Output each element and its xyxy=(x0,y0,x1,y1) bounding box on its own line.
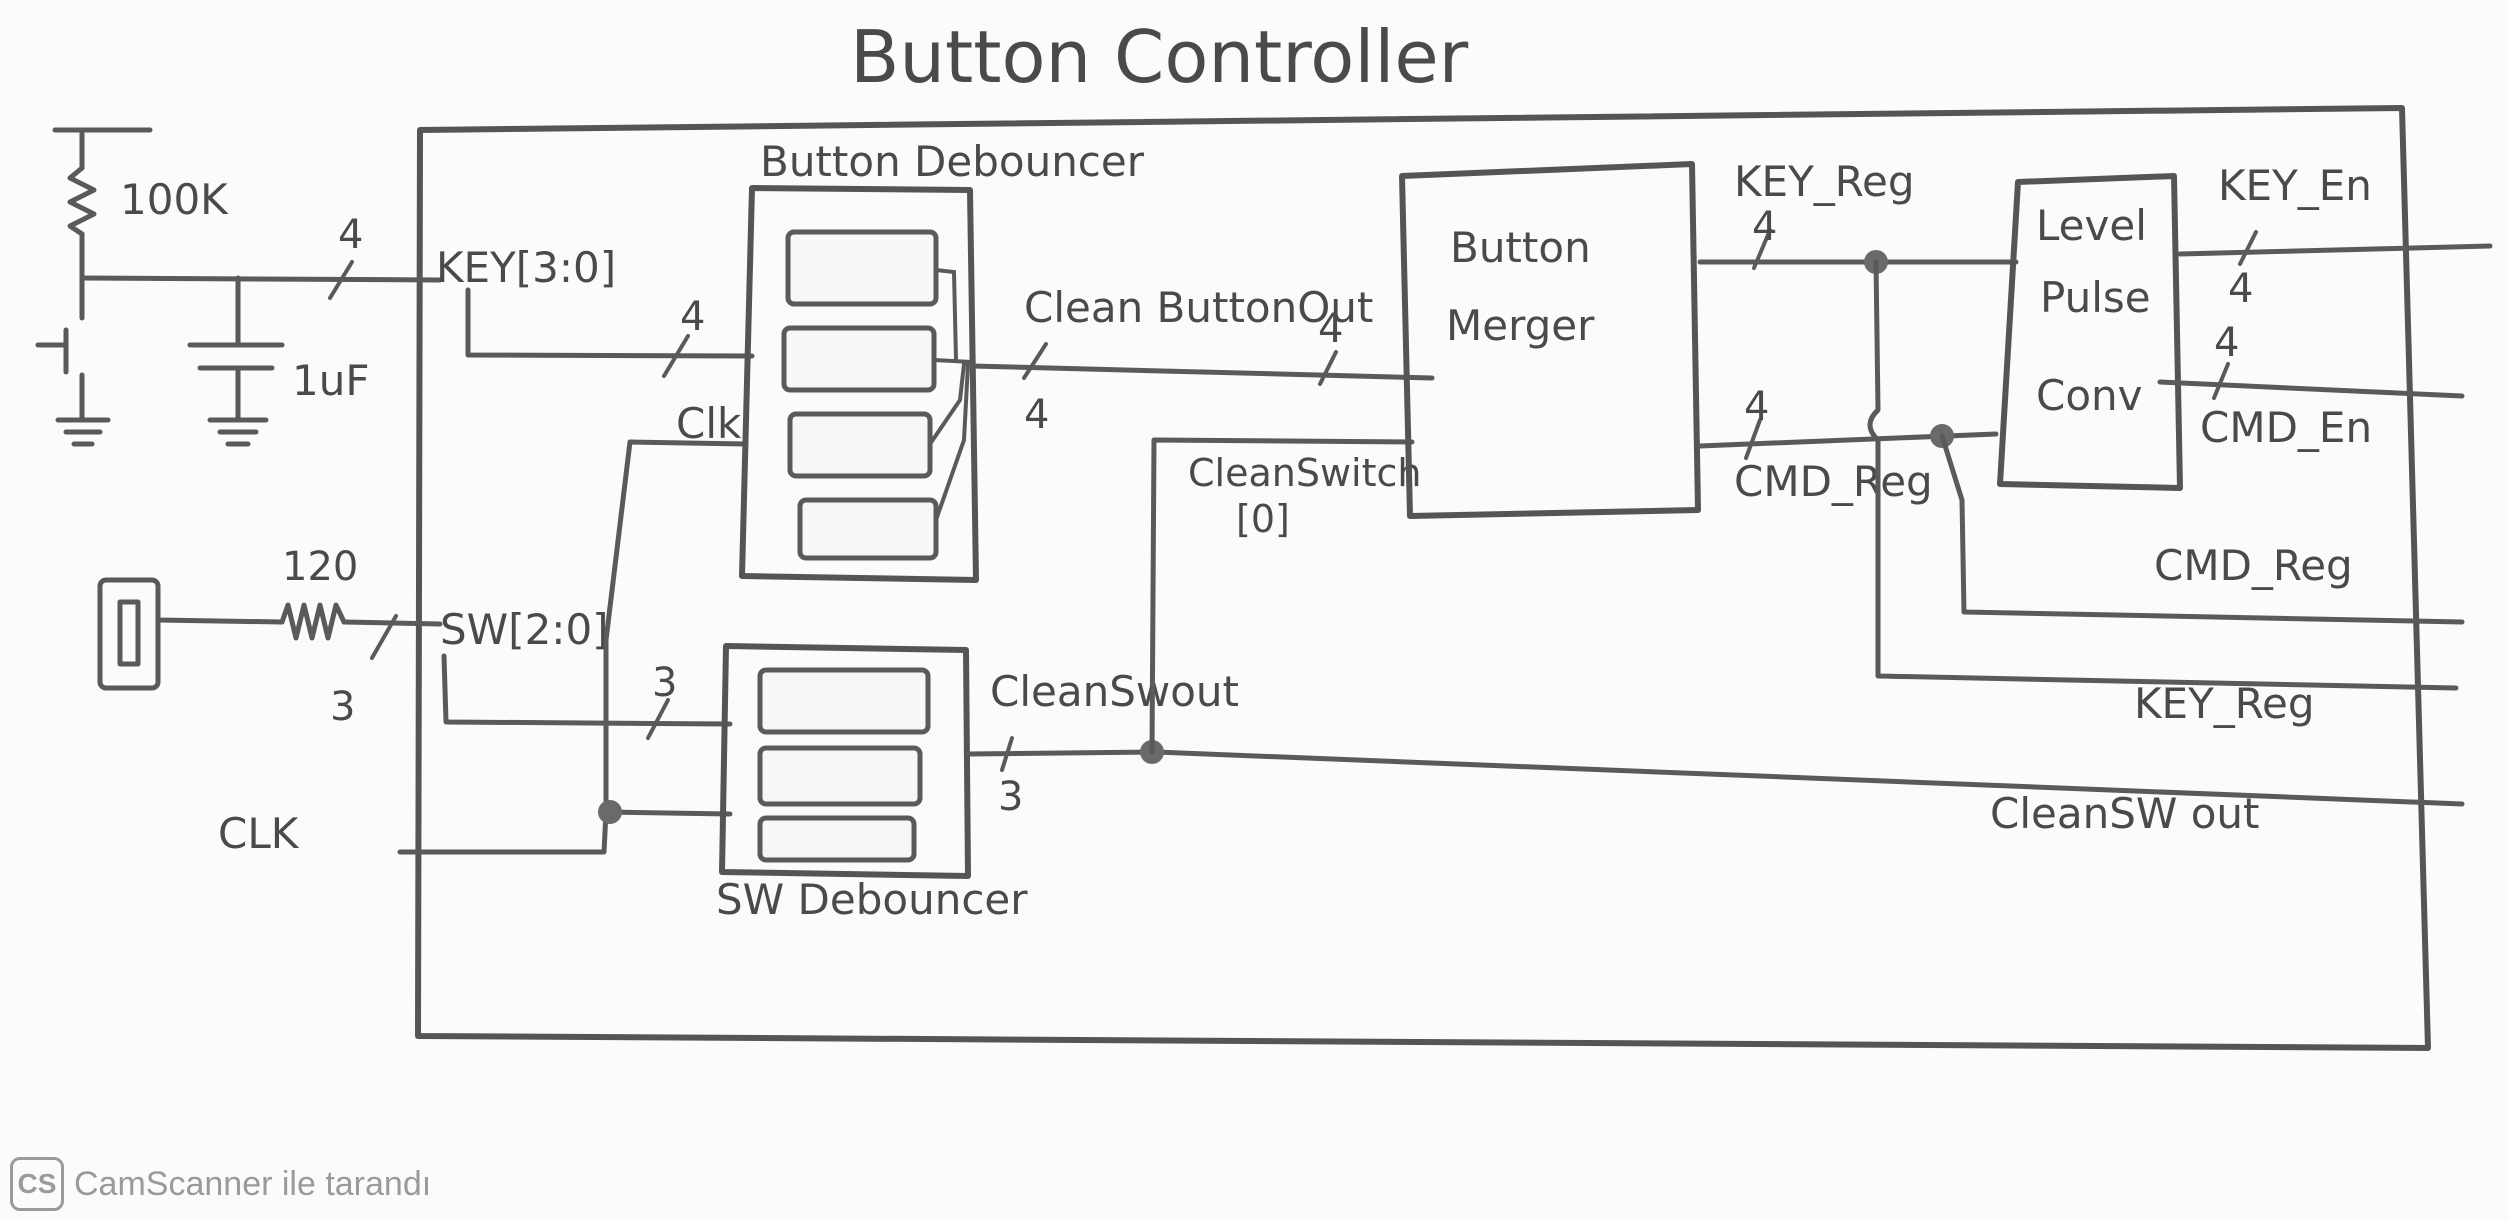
sw-bus-slash xyxy=(370,614,398,660)
sw-resistor-icon xyxy=(279,602,347,641)
module-boundary xyxy=(415,105,2431,1051)
key-reg-output-label: KEY_Reg xyxy=(2134,679,2315,728)
key-to-debouncer-wire xyxy=(465,287,755,359)
sw-debouncer-cell-3 xyxy=(757,815,917,863)
sw-to-debouncer-wire xyxy=(441,653,733,727)
capacitor-icon xyxy=(187,275,285,421)
clean-sw-out-internal-label: CleanSwout xyxy=(990,667,1239,716)
cmd-reg-internal-label: CMD_Reg xyxy=(1734,457,1933,506)
button-merger-block xyxy=(1399,161,1701,519)
cmd-en-wire xyxy=(2157,379,2465,399)
clean-button-bus-width-b: 4 xyxy=(1318,306,1343,352)
key-en-wire xyxy=(2177,243,2493,257)
button-merger-label-1: Button xyxy=(1450,223,1591,272)
clean-switch-0-wire xyxy=(1149,437,1415,755)
sw-port-label: SW[2:0] xyxy=(440,605,609,654)
key-reg-internal-label: KEY_Reg xyxy=(1734,157,1915,206)
sw-debouncer-label: SW Debouncer xyxy=(716,875,1028,924)
clean-sw-bus-slash xyxy=(1000,736,1014,772)
cmd-en-label: CMD_En xyxy=(2200,403,2372,452)
key-bus-width: 4 xyxy=(338,212,363,258)
diagram-title: Button Controller xyxy=(850,15,1469,99)
key-reg-bus-slash xyxy=(1752,228,1772,270)
camscanner-text: CamScanner ile tarandı xyxy=(74,1164,432,1203)
resistor-value-100k: 100K xyxy=(120,175,229,224)
key-port-label: KEY[3:0] xyxy=(436,243,616,292)
clk-distribution-wire xyxy=(397,439,749,855)
button-debouncer-cell-4 xyxy=(797,497,939,561)
cmd-reg-bus-width: 4 xyxy=(1744,384,1769,430)
clean-sw-bus-width: 3 xyxy=(998,774,1023,820)
sw-debouncer-bus-slash xyxy=(646,698,670,740)
slide-switch-icon xyxy=(97,577,161,691)
clean-button-out-label: Clean ButtonOut xyxy=(1024,283,1373,332)
clean-button-bus-width-a: 4 xyxy=(1024,392,1049,438)
key-en-bus-width: 4 xyxy=(2228,266,2253,312)
clean-button-bus-slash-b xyxy=(1318,350,1338,386)
sw-debouncer-block xyxy=(719,643,971,879)
sw-resistor-value: 120 xyxy=(282,544,358,590)
level-pulse-label-2: Pulse xyxy=(2040,273,2151,322)
clean-switch-0-label-a: CleanSwitch xyxy=(1188,451,1421,495)
clk-junction-dot xyxy=(598,800,622,824)
button-merger-label-2: Merger xyxy=(1446,301,1595,350)
sw-input-wire xyxy=(155,617,285,625)
level-pulse-conv-block xyxy=(1997,173,2183,491)
key-debouncer-bus-width: 4 xyxy=(680,294,705,340)
button-debouncer-merge-lines xyxy=(928,268,974,522)
key-reg-bus-width: 4 xyxy=(1752,204,1777,250)
sw-debouncer-bus-width: 3 xyxy=(652,660,677,706)
cmd-reg-bus-slash xyxy=(1744,418,1762,460)
clk-internal-label: Clk xyxy=(676,399,742,448)
button-debouncer-cell-1 xyxy=(785,229,939,307)
cmd-en-bus-slash xyxy=(2212,362,2230,400)
sw-bus-width-external: 3 xyxy=(330,684,355,730)
ground-symbol-icon xyxy=(207,417,269,447)
key-bus-slash xyxy=(328,260,354,300)
capacitor-value: 1uF xyxy=(292,356,370,405)
clk-to-sw-debouncer-wire xyxy=(603,809,733,817)
key-reg-branch-wire xyxy=(1867,259,2459,691)
camscanner-logo-icon: CS xyxy=(10,1157,64,1211)
camscanner-watermark: CS CamScanner ile tarandı xyxy=(10,1155,431,1213)
clk-input-label: CLK xyxy=(218,809,300,858)
key-en-bus-slash xyxy=(2238,230,2258,266)
sw-debouncer-cell-2 xyxy=(757,745,923,807)
button-debouncer-cell-2 xyxy=(781,325,937,393)
key-input-wire xyxy=(79,275,443,283)
clean-button-out-wire xyxy=(969,363,1435,381)
button-debouncer-label: Button Debouncer xyxy=(760,137,1145,186)
key-en-label: KEY_En xyxy=(2218,161,2372,210)
key-debouncer-bus-slash xyxy=(662,334,690,378)
clean-sw-output-label: CleanSW out xyxy=(1990,789,2260,838)
cmd-reg-branch-wire xyxy=(1939,433,2465,625)
level-pulse-label-3: Conv xyxy=(2036,371,2143,420)
sw-debouncer-cell-1 xyxy=(757,667,931,735)
pushbutton-icon xyxy=(35,275,85,421)
cmd-reg-output-label: CMD_Reg xyxy=(2154,541,2353,590)
clean-switch-0-label-b: [0] xyxy=(1236,497,1290,541)
button-debouncer-block xyxy=(739,185,979,583)
ground-symbol-icon xyxy=(55,417,111,447)
pullup-resistor-icon xyxy=(52,127,153,281)
cmd-en-bus-width: 4 xyxy=(2214,320,2239,366)
button-debouncer-cell-3 xyxy=(787,411,933,479)
level-pulse-label-1: Level xyxy=(2036,201,2147,250)
clean-button-bus-slash-a xyxy=(1022,342,1048,380)
